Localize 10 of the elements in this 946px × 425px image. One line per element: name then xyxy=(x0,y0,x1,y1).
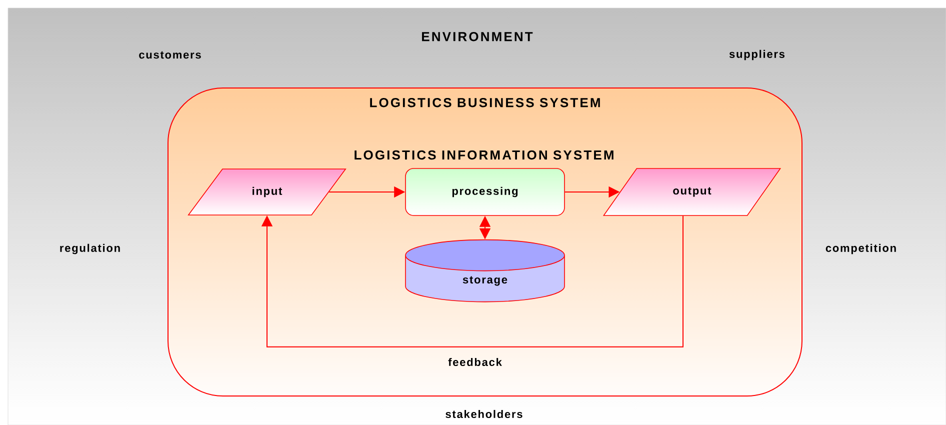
section-heading: LOGISTICS INFORMATION SYSTEM xyxy=(354,150,614,160)
edge-label: feedback xyxy=(448,358,502,366)
process-box: processing xyxy=(405,168,565,216)
category-label: suppliers xyxy=(729,50,784,60)
category-label: stakeholders xyxy=(446,410,522,418)
arrow xyxy=(261,215,684,348)
category-label: customers xyxy=(139,51,201,59)
category-label: regulation xyxy=(60,244,120,254)
storage-cylinder: storage xyxy=(405,239,565,302)
category-label: competition xyxy=(826,244,896,254)
